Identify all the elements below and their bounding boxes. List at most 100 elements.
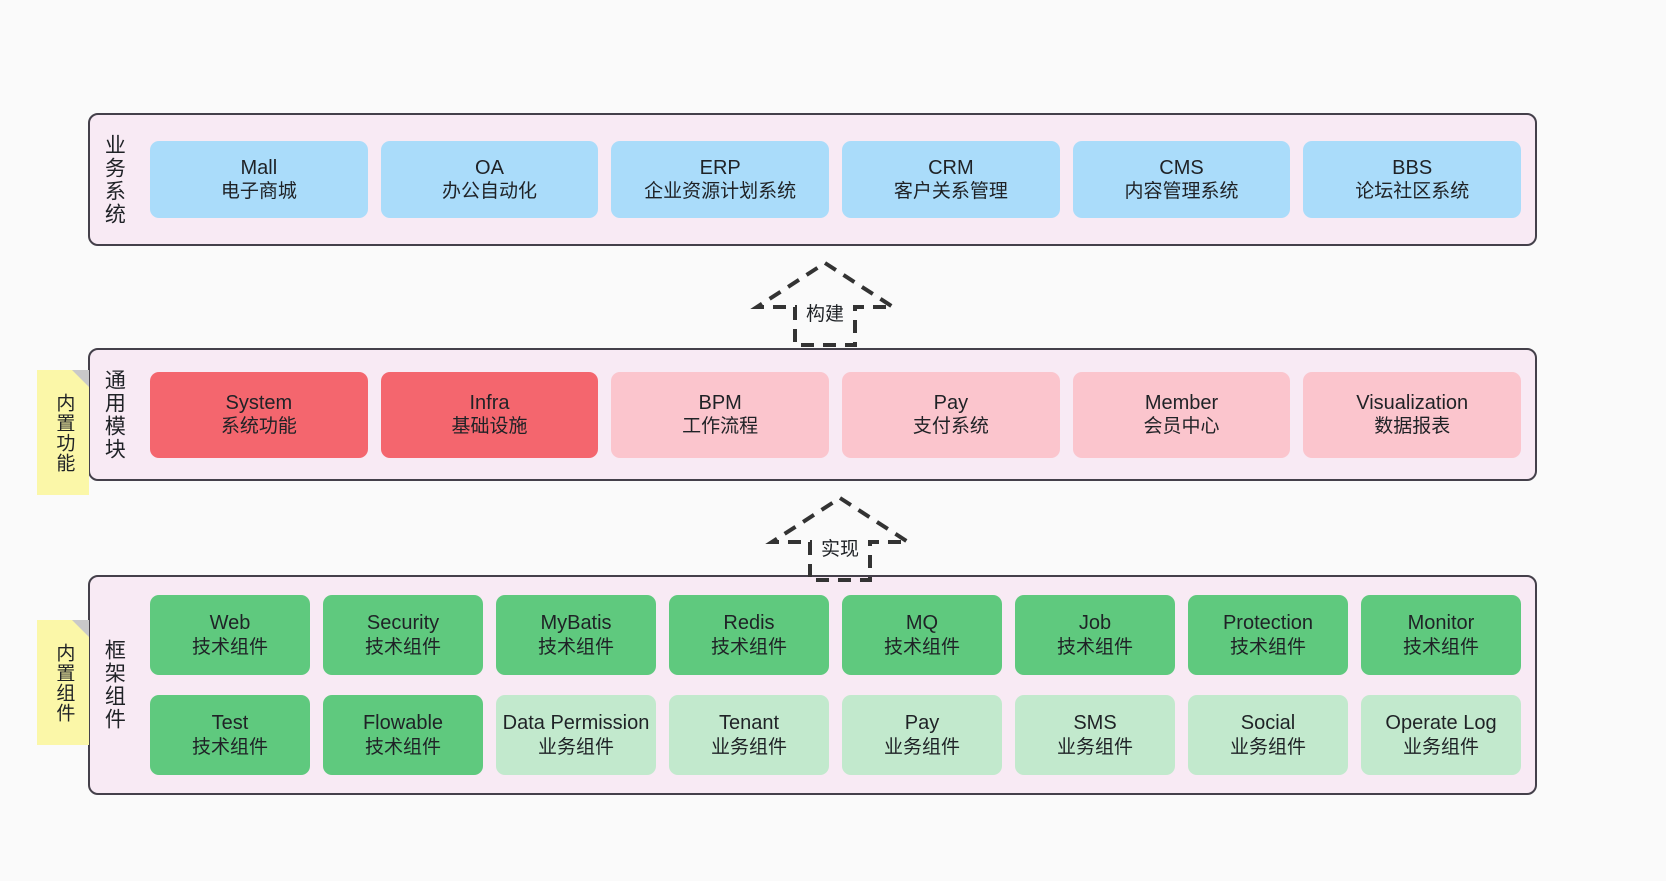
card-title: Data Permission [502,712,650,735]
card-subtitle: 基础设施 [451,416,528,438]
note-builtin-components: 内置组件 [37,620,89,745]
card-title: ERP [699,156,741,179]
card-subtitle: 办公自动化 [442,181,538,203]
card-tenant[interactable]: Tenant 业务组件 [669,695,829,775]
card-infra[interactable]: Infra 基础设施 [380,371,599,458]
card-title: Protection [1222,612,1314,635]
card-title: System [225,391,293,414]
card-subtitle: 技术组件 [191,636,268,658]
card-mall[interactable]: Mall 电子商城 [150,141,368,218]
card-title: Flowable [362,712,444,735]
arrow-shape-icon [765,495,915,582]
card-subtitle: 技术组件 [883,636,960,658]
card-subtitle: 业务组件 [1229,736,1306,758]
card-title: Social [1240,712,1296,735]
card-subtitle: 业务组件 [710,736,787,758]
card-sms[interactable]: SMS 业务组件 [1015,695,1175,775]
card-title: Monitor [1407,612,1475,635]
card-title: Infra [469,391,510,414]
card-row: Mall 电子商城 OA 办公自动化 ERP 企业资源计划系统 CRM 客户关系… [150,141,1522,218]
card-subtitle: 客户关系管理 [893,181,1008,203]
card-title: Web [209,612,251,635]
card-bbs[interactable]: BBS 论坛社区系统 [1303,141,1522,218]
card-title: Security [366,612,440,635]
card-web[interactable]: Web 技术组件 [150,595,310,675]
layer-body-business-systems: Mall 电子商城 OA 办公自动化 ERP 企业资源计划系统 CRM 客户关系… [136,115,1535,244]
arrow-label-implement: 实现 [820,539,860,560]
card-subtitle: 数据报表 [1374,416,1451,438]
card-member[interactable]: Member 会员中心 [1072,371,1291,458]
card-protection[interactable]: Protection 技术组件 [1188,595,1348,675]
card-subtitle: 电子商城 [220,181,297,203]
card-cms[interactable]: CMS 内容管理系统 [1072,141,1291,218]
card-title: CMS [1159,156,1204,179]
layer-body-common-modules: System 系统功能 Infra 基础设施 BPM 工作流程 Pay 支付系统… [136,350,1535,479]
card-oa[interactable]: OA 办公自动化 [380,141,599,218]
card-job[interactable]: Job 技术组件 [1015,595,1175,675]
card-crm[interactable]: CRM 客户关系管理 [842,141,1060,218]
card-subtitle: 技术组件 [364,636,441,658]
card-visualization[interactable]: Visualization 数据报表 [1303,371,1522,458]
card-monitor[interactable]: Monitor 技术组件 [1361,595,1521,675]
layer-common-modules: 通用模块 System 系统功能 Infra 基础设施 BPM 工作流程 Pay… [88,348,1537,481]
card-title: Redis [723,612,775,635]
note-builtin-features: 内置功能 [37,370,89,495]
card-subtitle: 技术组件 [364,736,441,758]
card-pay-component[interactable]: Pay 业务组件 [842,695,1002,775]
card-subtitle: 技术组件 [191,736,268,758]
card-redis[interactable]: Redis 技术组件 [669,595,829,675]
card-title: MQ [905,612,939,635]
card-title: OA [475,156,504,179]
card-subtitle: 技术组件 [1229,636,1306,658]
card-title: Operate Log [1385,712,1497,735]
card-operate-log[interactable]: Operate Log 业务组件 [1361,695,1521,775]
card-title: BPM [698,391,742,414]
layer-label-business-systems: 业务系统 [102,133,126,226]
card-mybatis[interactable]: MyBatis 技术组件 [496,595,656,675]
card-row: Web 技术组件 Security 技术组件 MyBatis 技术组件 Redi… [150,595,1521,675]
card-system[interactable]: System 系统功能 [150,371,368,458]
card-subtitle: 支付系统 [912,416,989,438]
card-security[interactable]: Security 技术组件 [323,595,483,675]
card-title: MyBatis [540,612,612,635]
layer-business-systems: 业务系统 Mall 电子商城 OA 办公自动化 ERP 企业资源计划系统 CRM… [88,113,1537,246]
layer-framework-components: 框架组件 Web 技术组件 Security 技术组件 MyBatis 技术组件… [88,575,1537,795]
note-text: 内置功能 [53,392,75,473]
card-social[interactable]: Social 业务组件 [1188,695,1348,775]
card-flowable[interactable]: Flowable 技术组件 [323,695,483,775]
card-subtitle: 业务组件 [1056,736,1133,758]
layer-label-framework-components: 框架组件 [102,639,126,731]
card-subtitle: 技术组件 [1402,636,1479,658]
arrow-shape-icon [750,260,900,347]
card-subtitle: 内容管理系统 [1124,181,1239,203]
card-title: SMS [1073,712,1117,735]
arrow-label-build: 构建 [805,304,845,325]
card-row: System 系统功能 Infra 基础设施 BPM 工作流程 Pay 支付系统… [150,371,1522,458]
card-pay[interactable]: Pay 支付系统 [842,371,1060,458]
layer-label-common-modules: 通用模块 [102,368,126,461]
card-subtitle: 论坛社区系统 [1355,181,1470,203]
card-title: BBS [1392,156,1433,179]
card-erp[interactable]: ERP 企业资源计划系统 [611,141,830,218]
card-subtitle: 技术组件 [537,636,614,658]
generalization-arrow-implement: 实现 [760,490,920,586]
card-row: Test 技术组件 Flowable 技术组件 Data Permission … [150,695,1521,775]
card-subtitle: 业务组件 [883,736,960,758]
card-title: Tenant [718,712,780,735]
card-mq[interactable]: MQ 技术组件 [842,595,1002,675]
card-subtitle: 技术组件 [1056,636,1133,658]
card-title: Job [1078,612,1112,635]
card-subtitle: 业务组件 [1402,736,1479,758]
card-test[interactable]: Test 技术组件 [150,695,310,775]
card-subtitle: 系统功能 [220,416,297,438]
card-title: Mall [240,156,278,179]
card-title: Pay [904,712,940,735]
card-data-permission[interactable]: Data Permission 业务组件 [496,695,656,775]
card-subtitle: 工作流程 [682,416,759,438]
card-subtitle: 技术组件 [710,636,787,658]
generalization-arrow-build: 构建 [745,255,905,351]
card-title: Visualization [1356,391,1469,414]
card-bpm[interactable]: BPM 工作流程 [611,371,830,458]
card-subtitle: 会员中心 [1143,416,1220,438]
